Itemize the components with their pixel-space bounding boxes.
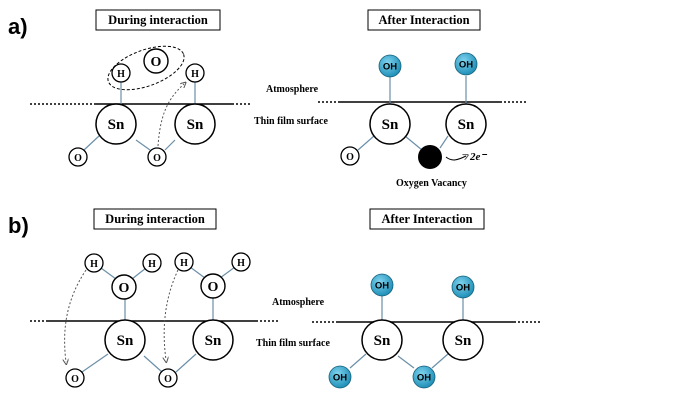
hydroxyl-label: OH — [459, 60, 473, 71]
hydroxyl-label: OH — [333, 373, 347, 384]
header-after-a: After Interaction — [378, 13, 469, 27]
oxygen-label: O — [153, 153, 161, 164]
bond — [189, 266, 206, 279]
tin-atom — [442, 319, 484, 361]
bond — [357, 135, 375, 151]
hydroxyl-group — [451, 275, 475, 299]
tin-label: Sn — [108, 117, 125, 133]
hydrogen-atom — [231, 252, 251, 272]
tin-label: Sn — [458, 117, 475, 133]
hydroxyl-label: OH — [417, 373, 431, 384]
oxygen-vacancy-dot — [418, 145, 442, 169]
tin-atom — [369, 103, 411, 145]
bond — [349, 353, 367, 369]
hydrogen-label: H — [148, 259, 156, 270]
bond — [439, 135, 449, 149]
tin-atom — [361, 319, 403, 361]
electron-label: 2e⁻ — [469, 151, 487, 163]
oxygen-atom — [65, 368, 85, 388]
oxygen-label: O — [74, 153, 82, 164]
hydroxyl-label: OH — [456, 283, 470, 294]
atmosphere-label-b: Atmosphere — [272, 297, 325, 308]
hydroxyl-group — [378, 54, 402, 78]
oxygen-label: O — [164, 374, 172, 385]
panel-label-a: a) — [8, 14, 28, 39]
oxygen-atom — [158, 368, 178, 388]
header-after-b: After Interaction — [381, 212, 472, 226]
oxygen-atom — [340, 146, 360, 166]
oxygen-atom — [143, 48, 169, 74]
bond — [83, 135, 100, 151]
hydrogen-transfer-arrow — [164, 269, 179, 360]
tin-atom — [192, 319, 234, 361]
bond — [143, 355, 163, 373]
hydrogen-transfer-arrow — [65, 269, 87, 362]
oxygen-label: O — [119, 281, 130, 296]
hydroxyl-group — [454, 52, 478, 76]
oxygen-atom — [111, 274, 137, 300]
tin-atom — [174, 103, 216, 145]
electron-release-arrow — [445, 156, 466, 161]
hydrogen-atom — [185, 63, 205, 83]
water-molecule-outline — [107, 45, 185, 91]
bond — [131, 267, 147, 280]
oxygen-label: O — [151, 55, 162, 70]
bond — [81, 353, 109, 373]
hydrogen-label: H — [180, 258, 188, 269]
hydrogen-atom — [84, 253, 104, 273]
bond — [219, 266, 236, 279]
bond — [164, 139, 176, 151]
oxygen-label: O — [71, 374, 79, 385]
bond — [431, 353, 449, 369]
header-box-after-a — [367, 9, 481, 31]
oxygen-atom — [200, 273, 226, 299]
bond — [175, 353, 197, 373]
hydroxyl-label: OH — [383, 62, 397, 73]
tin-label: Sn — [455, 333, 472, 349]
oxygen-label: O — [346, 152, 354, 163]
tin-label: Sn — [374, 333, 391, 349]
hydrogen-label: H — [90, 259, 98, 270]
tin-label: Sn — [117, 333, 134, 349]
hydroxyl-label: OH — [375, 281, 389, 292]
hydrogen-atom — [174, 252, 194, 272]
tin-label: Sn — [205, 333, 222, 349]
oxygen-atom — [147, 147, 167, 167]
hydrogen-label: H — [237, 258, 245, 269]
hydroxyl-group — [328, 365, 352, 389]
bond — [404, 135, 423, 151]
header-box-during-a — [95, 9, 221, 31]
tin-atom — [104, 319, 146, 361]
hydroxyl-group — [370, 273, 394, 297]
oxygen-atom — [68, 147, 88, 167]
header-during-b: During interaction — [105, 212, 205, 226]
hydroxyl-group — [412, 365, 436, 389]
hydrogen-atom — [111, 63, 131, 83]
bond — [135, 139, 151, 151]
hydrogen-atom — [142, 253, 162, 273]
tin-atom — [95, 103, 137, 145]
tin-label: Sn — [382, 117, 399, 133]
oxygen-label: O — [208, 280, 219, 295]
atmosphere-label-a: Atmosphere — [266, 84, 319, 95]
oxygen-vacancy-label: Oxygen Vacancy — [396, 178, 467, 189]
header-box-after-b — [369, 208, 485, 230]
tin-label: Sn — [187, 117, 204, 133]
tin-atom — [445, 103, 487, 145]
header-box-during-b — [93, 208, 217, 230]
bond — [397, 355, 415, 369]
surface-label-b: Thin film surface — [256, 338, 330, 349]
bond — [100, 267, 117, 280]
oxygen-migration-arrow — [157, 84, 184, 147]
hydrogen-label: H — [117, 69, 125, 80]
header-during-a: During interaction — [108, 13, 208, 27]
panel-label-b: b) — [8, 213, 29, 238]
surface-label-a: Thin film surface — [254, 116, 328, 127]
hydrogen-label: H — [191, 69, 199, 80]
